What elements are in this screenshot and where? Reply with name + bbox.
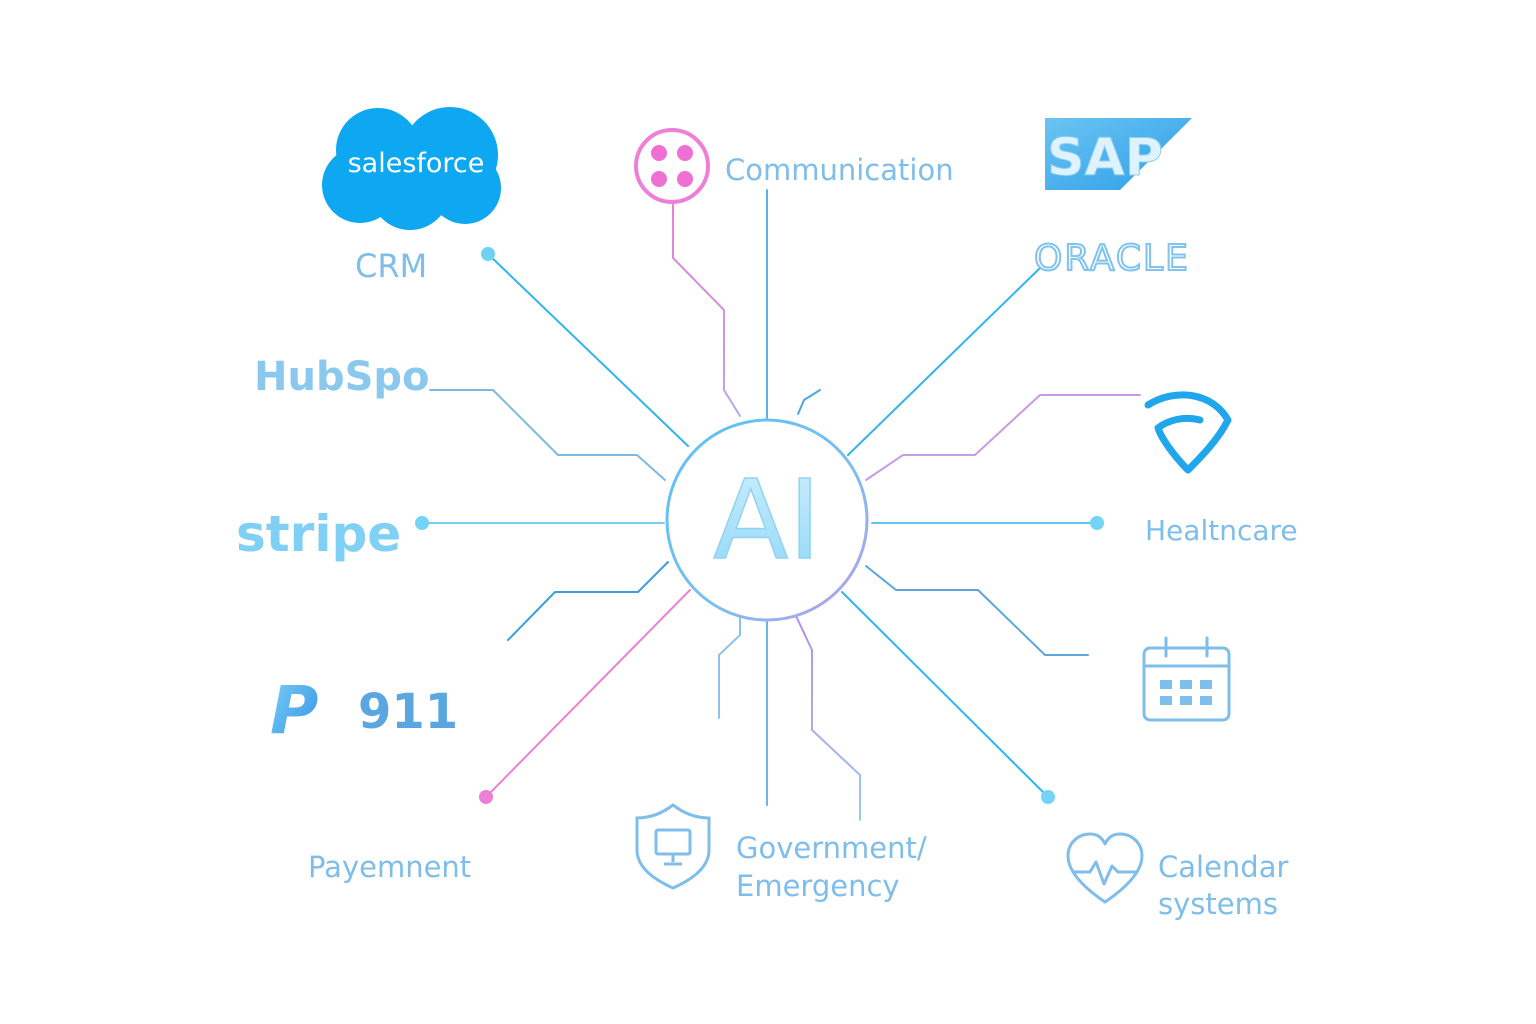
sap-logo: SAP	[1045, 118, 1192, 190]
calendar-systems-label-line1: Calendar	[1158, 850, 1288, 884]
paypal-logo: P	[270, 672, 318, 749]
twilio-icon	[634, 128, 710, 204]
payment-label: Payemnent	[308, 850, 471, 884]
line-communication	[672, 203, 741, 417]
line-lower-left	[507, 561, 669, 641]
hubspot-logo: HubSpo	[254, 354, 430, 400]
connector-lines	[415, 189, 1141, 821]
emergency-911: 911	[358, 684, 458, 740]
wifi-shield-icon	[1144, 391, 1232, 474]
dot-crm	[481, 247, 495, 261]
shield-monitor-icon	[635, 803, 711, 890]
line-government-right	[795, 615, 861, 821]
salesforce-wordmark: salesforce	[348, 148, 485, 179]
line-top-short	[797, 389, 821, 415]
government-label-line2: Emergency	[736, 869, 900, 903]
hub-circle	[665, 418, 869, 622]
crm-label: CRM	[355, 247, 427, 285]
ai-hub[interactable]: AI	[665, 418, 869, 622]
sap-wordmark: SAP	[1047, 128, 1163, 188]
line-calendar	[865, 565, 1089, 656]
dot-payment	[479, 790, 493, 804]
calendar-systems-label-line2: systems	[1158, 887, 1278, 921]
line-hubspot	[429, 389, 666, 481]
salesforce-logo: salesforce	[322, 107, 501, 230]
line-crm	[487, 253, 689, 447]
line-oracle	[847, 267, 1041, 456]
dot-healthcare	[1090, 516, 1104, 530]
government-label-line1: Government/	[736, 831, 927, 865]
calendar-icon	[1142, 636, 1231, 722]
line-government-left	[718, 616, 741, 719]
stripe-logo: stripe	[236, 505, 401, 563]
healthcare-label: Healtncare	[1145, 514, 1298, 547]
hub-label: AI	[713, 456, 821, 584]
line-calendar-systems	[841, 591, 1049, 798]
line-healthcare-upper	[865, 394, 1141, 481]
communication-label: Communication	[725, 153, 954, 187]
oracle-logo: ORACLE	[1034, 238, 1190, 279]
dot-calendar-systems	[1041, 790, 1055, 804]
line-payment	[485, 589, 691, 798]
paypal-mark: P	[270, 672, 318, 749]
heart-pulse-icon	[1066, 832, 1144, 904]
dot-stripe	[415, 516, 429, 530]
